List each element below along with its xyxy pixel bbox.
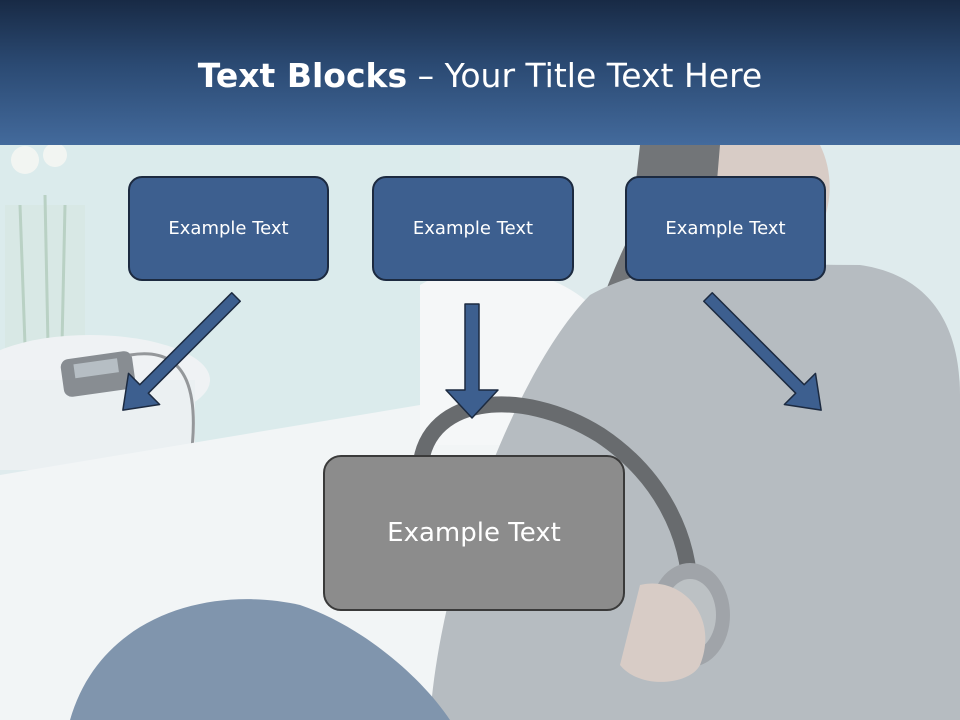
text-block-top-left-label: Example Text (168, 218, 289, 239)
title-bar: Text Blocks – Your Title Text Here (0, 0, 960, 145)
text-block-top-right-label: Example Text (665, 218, 786, 239)
arrow-left-to-bottom (122, 292, 241, 411)
title-bold: Text Blocks (197, 56, 408, 95)
text-block-top-left: Example Text (128, 176, 329, 281)
text-block-top-center: Example Text (372, 176, 574, 281)
title-rest: – Your Title Text Here (407, 56, 763, 95)
text-block-top-right: Example Text (625, 176, 826, 281)
text-block-bottom: Example Text (323, 455, 625, 611)
text-block-bottom-label: Example Text (387, 518, 561, 548)
slide-title: Text Blocks – Your Title Text Here (0, 56, 960, 96)
text-block-top-center-label: Example Text (412, 218, 534, 239)
arrow-right-to-bottom (703, 292, 822, 411)
arrow-center-to-bottom (445, 303, 499, 419)
